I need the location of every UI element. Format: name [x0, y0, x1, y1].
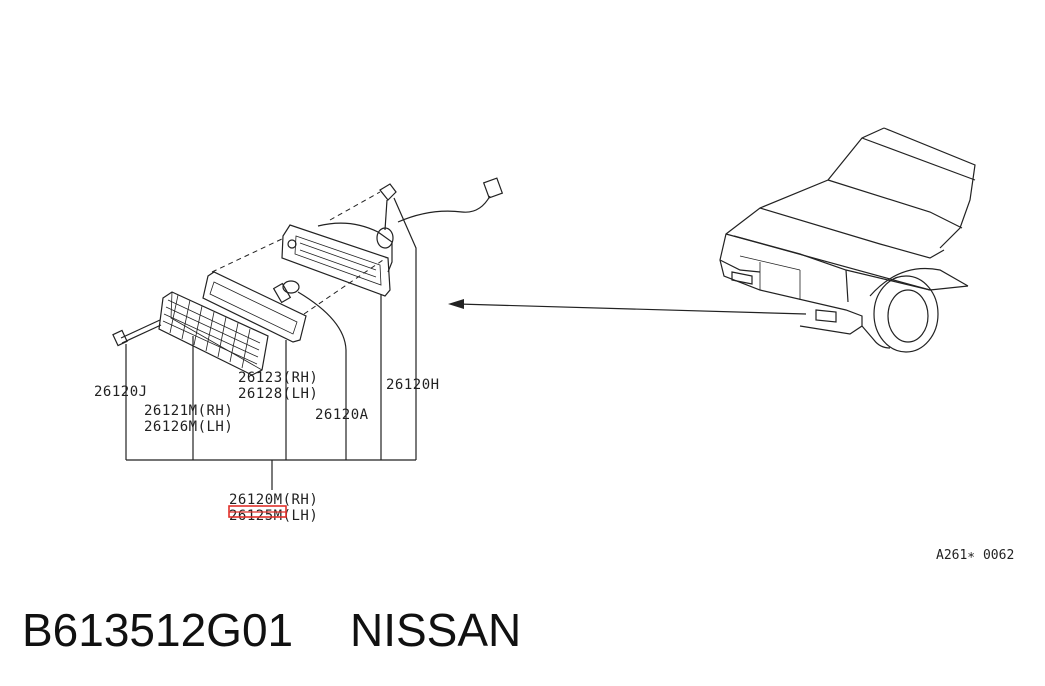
label-gasket-lh: 26128(LH)	[238, 386, 318, 402]
lens-part	[158, 291, 269, 376]
label-housing: 26120H	[386, 377, 440, 393]
label-screw: 26120J	[94, 384, 148, 400]
figure-code: A261∗ 0062	[936, 548, 1014, 563]
socket-wire-part	[379, 177, 504, 231]
label-assy-lh: 26125M(LH)	[229, 508, 318, 524]
label-assy-rh: 26120M(RH)	[229, 492, 318, 508]
gasket-part	[202, 271, 307, 343]
bulb-part	[272, 280, 300, 304]
housing-part	[281, 222, 394, 297]
label-bulb: 26120A	[315, 407, 369, 423]
brand-name: NISSAN	[350, 604, 521, 656]
label-gasket-rh: 26123(RH)	[238, 370, 318, 386]
location-arrow	[448, 299, 807, 315]
assembly-guides	[211, 191, 387, 315]
vehicle-illustration	[719, 127, 976, 353]
screw-part	[112, 319, 162, 347]
leader-lines	[125, 197, 417, 490]
part-labels: 26120J 26121M(RH) 26126M(LH) 26123(RH) 2…	[94, 370, 440, 524]
label-lens-rh: 26121M(RH)	[144, 403, 233, 419]
label-lens-lh: 26126M(LH)	[144, 419, 233, 435]
part-number: B613512G01	[22, 604, 293, 656]
